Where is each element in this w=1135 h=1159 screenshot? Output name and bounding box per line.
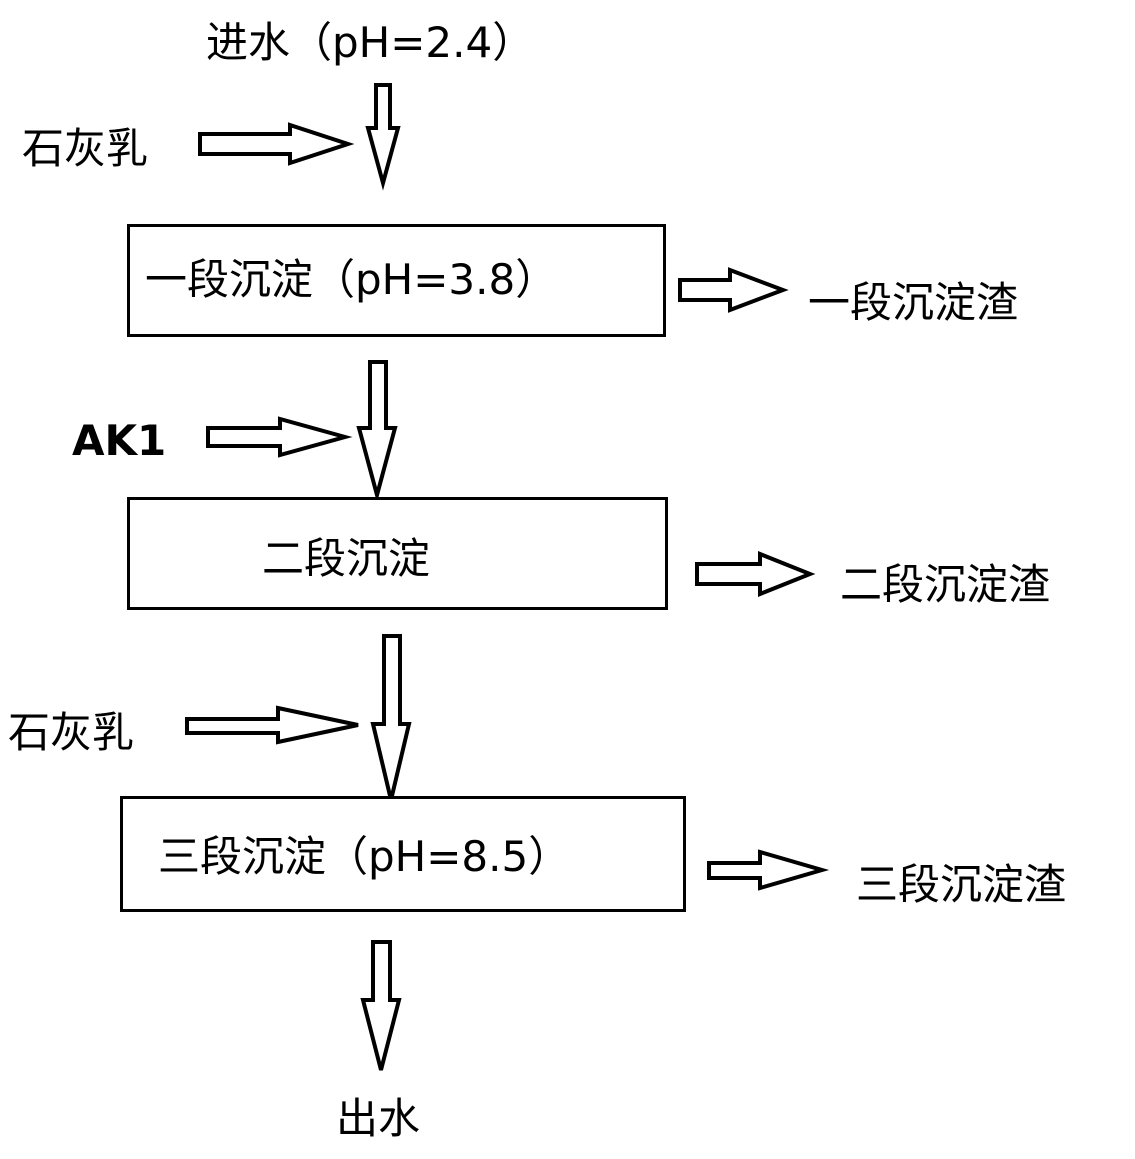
stage-2-residue-label: 二段沉淀渣 (840, 560, 1051, 609)
stage-1-residue-label: 一段沉淀渣 (808, 278, 1019, 327)
stage-3-box (120, 796, 686, 912)
down-arrow-outflow (360, 940, 402, 1071)
stage-1-box (127, 224, 666, 337)
right-arrow-residue-2 (695, 551, 816, 597)
reagent-ak1-label: AK1 (72, 416, 167, 465)
right-arrow-residue-1 (678, 267, 789, 313)
stage-3-residue-label: 三段沉淀渣 (856, 860, 1067, 909)
stage-2-box (127, 497, 668, 610)
reagent-lime-milk-label-2: 石灰乳 (8, 708, 135, 757)
stage-3-label: 三段沉淀（pH=8.5） (158, 832, 571, 881)
inflow-label: 进水（pH=2.4） (206, 18, 535, 67)
down-arrow-inflow (365, 83, 401, 191)
right-arrow-ak1 (206, 416, 353, 458)
outflow-label: 出水 (336, 1094, 421, 1143)
down-arrow-stage2-to-stage3 (370, 634, 412, 801)
down-arrow-stage1-to-stage2 (356, 360, 398, 503)
right-arrow-residue-3 (707, 849, 830, 891)
reagent-lime-milk-label-1: 石灰乳 (22, 124, 149, 173)
right-arrow-lime-milk-1 (198, 122, 355, 166)
stage-2-label: 二段沉淀 (262, 534, 431, 583)
right-arrow-lime-milk-2 (185, 705, 359, 745)
stage-1-label: 一段沉淀（pH=3.8） (145, 255, 558, 304)
